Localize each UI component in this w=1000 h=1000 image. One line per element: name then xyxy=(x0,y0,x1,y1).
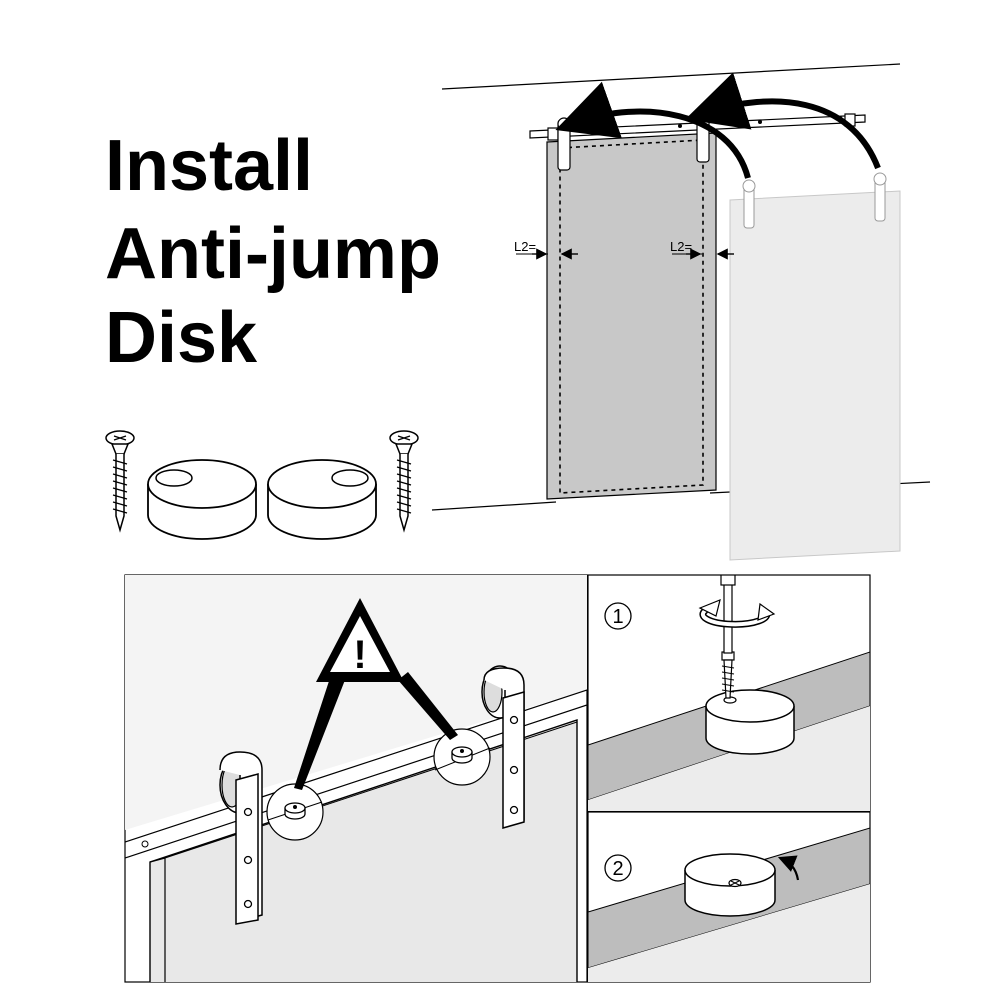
step-2-marker: 2 xyxy=(604,854,632,882)
dimension-left: L2= xyxy=(514,239,578,260)
hanger-dark-left xyxy=(557,117,571,171)
hanger-light-left xyxy=(742,179,756,229)
warning-symbol: ! xyxy=(353,633,366,677)
title-line-3: Disk xyxy=(105,298,258,378)
floor-line-left xyxy=(431,501,557,511)
anti-jump-disk-icon xyxy=(267,459,377,540)
step-1-panel: 1 xyxy=(587,574,871,812)
anti-jump-disk-icon xyxy=(684,853,776,917)
door-overview: L2= L2= xyxy=(431,63,931,561)
detail-panel-main: ! xyxy=(124,574,588,983)
warning-pointer-right xyxy=(398,672,458,740)
hanger-detail-left xyxy=(219,751,263,925)
parts-row xyxy=(105,430,419,540)
warning-pointer-left xyxy=(294,678,345,790)
screw-icon xyxy=(389,430,419,533)
rail-end-stop-left xyxy=(547,127,559,141)
step-1-number: 1 xyxy=(612,606,623,628)
move-arrow-right xyxy=(685,72,881,170)
disk-callout-left xyxy=(266,783,324,841)
rotate-arrow-icon xyxy=(777,855,800,881)
warning-triangle-icon: ! xyxy=(316,598,404,682)
step-2-panel: 2 xyxy=(587,811,871,983)
screwdriver-shaft xyxy=(723,575,733,654)
anti-jump-disk-icon xyxy=(147,459,257,540)
door-dark xyxy=(546,132,717,500)
hanger-detail-right xyxy=(481,665,525,829)
step-1-marker: 1 xyxy=(604,602,632,630)
dimension-label-left: L2= xyxy=(514,239,536,254)
title-line-1: Install xyxy=(105,126,313,206)
wall-top-line xyxy=(441,63,901,90)
title-line-2: Anti-jump xyxy=(105,214,441,294)
hanger-light-right xyxy=(873,172,887,222)
title-block: Install Anti-jump Disk xyxy=(105,126,441,378)
door-light xyxy=(729,190,901,561)
anti-jump-disk-icon xyxy=(705,689,795,755)
rotate-arrow-icon xyxy=(698,599,776,628)
door-dashed-outline xyxy=(559,139,704,494)
disk-callout-right xyxy=(433,728,491,786)
screw-icon xyxy=(721,651,735,699)
dimension-label-right: L2= xyxy=(670,239,692,254)
move-arrow-left xyxy=(555,81,751,179)
step-2-number: 2 xyxy=(612,858,623,880)
dimension-right: L2= xyxy=(670,239,734,260)
hanger-dark-right xyxy=(696,109,710,163)
screw-icon xyxy=(105,430,135,533)
